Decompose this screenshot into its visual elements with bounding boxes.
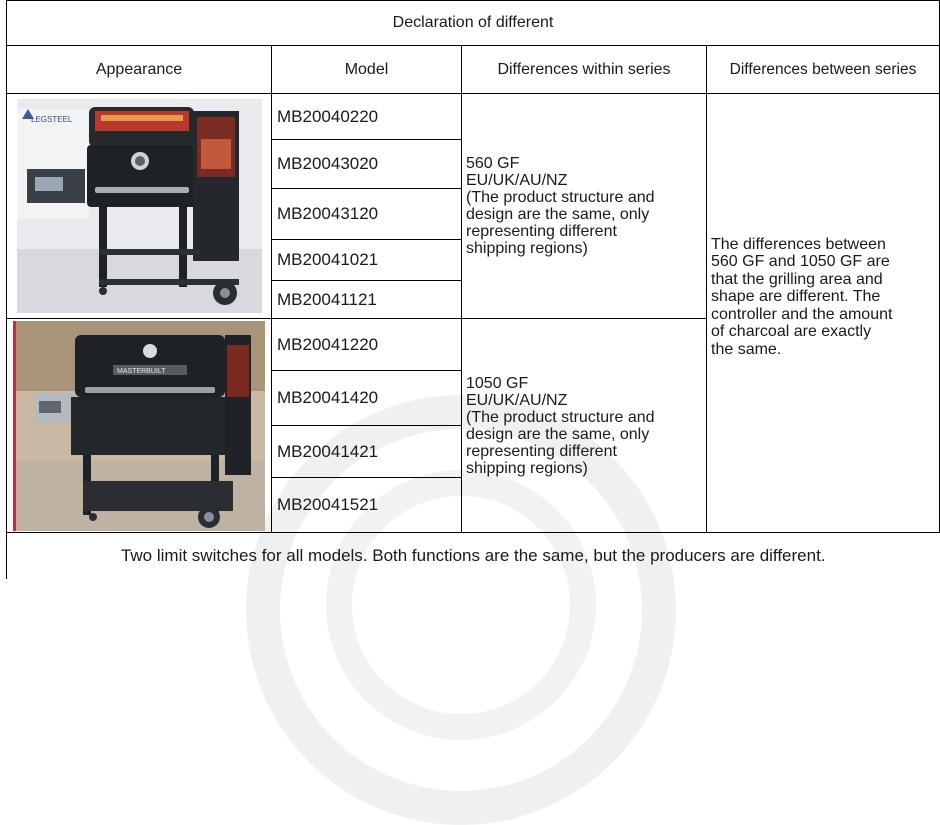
- desc-line: representing different: [466, 442, 617, 460]
- header-model: Model: [271, 45, 462, 94]
- between-line: controller and the amount: [711, 305, 893, 323]
- photo-brand-text: LEGSTEEL: [31, 115, 73, 124]
- desc-line: EU/UK/AU/NZ: [466, 172, 568, 189]
- between-line: of charcoal are exactly: [711, 323, 872, 341]
- desc-line: EU/UK/AU/NZ: [466, 391, 568, 409]
- grill-photo-1050: MASTERBUILT: [13, 320, 265, 531]
- between-line: the same.: [711, 340, 782, 358]
- desc-line: design are the same, only: [466, 206, 650, 223]
- appearance-cell-1050: MASTERBUILT: [6, 318, 272, 533]
- footer-note: Two limit switches for all models. Both …: [6, 532, 940, 579]
- between-line: The differences between: [711, 235, 886, 253]
- grill-photo-560: LEGSTEEL: [16, 99, 262, 313]
- model-cell: MB20041121: [271, 280, 462, 319]
- model-cell: MB20041220: [271, 318, 462, 371]
- header-appearance: Appearance: [6, 45, 272, 94]
- desc-line: 1050 GF: [466, 374, 529, 392]
- between-line: 560 GF and 1050 GF are: [711, 253, 890, 271]
- photo-brand-text: MASTERBUILT: [117, 368, 166, 375]
- within-series-1050: 1050 GF EU/UK/AU/NZ (The product structu…: [461, 318, 707, 533]
- table-title: Declaration of different: [6, 0, 940, 46]
- desc-line: 560 GF: [466, 155, 520, 172]
- desc-line: representing different: [466, 223, 617, 240]
- model-cell: MB20040220: [271, 93, 462, 140]
- model-cell: MB20043020: [271, 139, 462, 189]
- header-differences-between: Differences between series: [706, 45, 940, 94]
- within-series-560: 560 GF EU/UK/AU/NZ (The product structur…: [461, 93, 707, 319]
- desc-line: design are the same, only: [466, 425, 650, 443]
- desc-line: (The product structure and: [466, 189, 655, 206]
- appearance-cell-560: LEGSTEEL: [6, 93, 272, 319]
- model-cell: MB20041421: [271, 425, 462, 478]
- header-differences-within: Differences within series: [461, 45, 707, 94]
- desc-line: (The product structure and: [466, 408, 655, 426]
- declaration-table: Declaration of different Appearance Mode…: [6, 0, 940, 579]
- desc-line: shipping regions): [466, 240, 588, 257]
- declaration-sheet: Declaration of different Appearance Mode…: [6, 0, 940, 825]
- between-line: shape are different. The: [711, 288, 881, 306]
- model-cell: MB20043120: [271, 188, 462, 240]
- between-series-cell: The differences between 560 GF and 1050 …: [706, 93, 940, 533]
- desc-line: shipping regions): [466, 459, 588, 477]
- model-cell: MB20041021: [271, 239, 462, 281]
- model-cell: MB20041420: [271, 370, 462, 426]
- between-line: that the grilling area and: [711, 270, 883, 288]
- model-cell: MB20041521: [271, 477, 462, 533]
